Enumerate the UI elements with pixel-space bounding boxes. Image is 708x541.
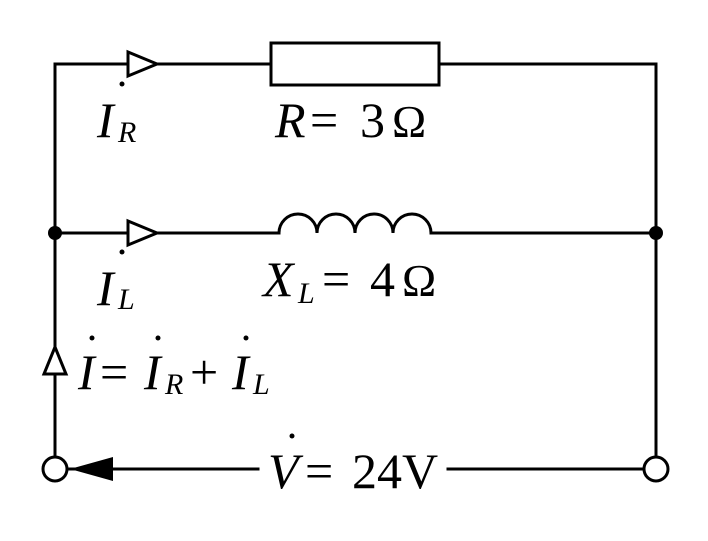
current-l-subscript: L — [117, 283, 135, 316]
term1-subscript: R — [164, 368, 183, 401]
current-r-symbol: I — [96, 92, 116, 148]
current-r-label: I R — [96, 81, 136, 149]
inductor-subscript: L — [297, 277, 315, 310]
phasor-dot — [119, 249, 125, 255]
term1-symbol: I — [143, 344, 163, 400]
inductor-value: 4 — [370, 251, 395, 307]
phasor-dot — [155, 335, 161, 341]
inductor-unit: Ω — [402, 255, 436, 306]
current-l-symbol: I — [96, 260, 116, 316]
phasor-dot — [119, 81, 125, 87]
resistor-label: R = 3 Ω — [274, 92, 426, 148]
phasor-dot — [89, 335, 95, 341]
voltage-arrow-icon — [70, 457, 113, 481]
inductor-coil-symbol — [277, 212, 433, 235]
resistor-unit: Ω — [392, 96, 426, 147]
inductor-symbol-text: X — [261, 251, 296, 307]
source-equals: = — [305, 443, 333, 499]
source-voltage-label: V = 24V — [268, 433, 438, 499]
resistor-equals: = — [310, 92, 338, 148]
right-terminal-icon — [642, 455, 670, 483]
source-value: 24V — [352, 443, 438, 499]
total-current-symbol: I — [77, 344, 97, 400]
left-junction-dot — [48, 226, 62, 240]
phasor-dot — [289, 433, 295, 439]
inductor-equals: = — [322, 251, 350, 307]
source-symbol: V — [268, 443, 304, 499]
current-l-arrow-icon — [126, 218, 161, 248]
term2-symbol: I — [231, 344, 251, 400]
total-current-equals: = — [100, 344, 128, 400]
current-r-arrow-icon — [126, 49, 161, 79]
term2-subscript: L — [252, 368, 270, 401]
current-l-label: I L — [96, 249, 135, 316]
resistor-symbol-text: R — [274, 92, 306, 148]
total-current-equation: I = I R + I L — [77, 335, 270, 401]
left-terminal-icon — [41, 455, 69, 483]
right-junction-dot — [649, 226, 663, 240]
inductor-label: X L = 4 Ω — [261, 251, 436, 310]
current-r-subscript: R — [117, 116, 136, 149]
plus-sign: + — [190, 344, 218, 400]
resistor-value: 3 — [360, 92, 385, 148]
resistor-symbol — [269, 41, 441, 87]
phasor-dot — [243, 335, 249, 341]
total-current-arrow-icon — [41, 343, 69, 376]
